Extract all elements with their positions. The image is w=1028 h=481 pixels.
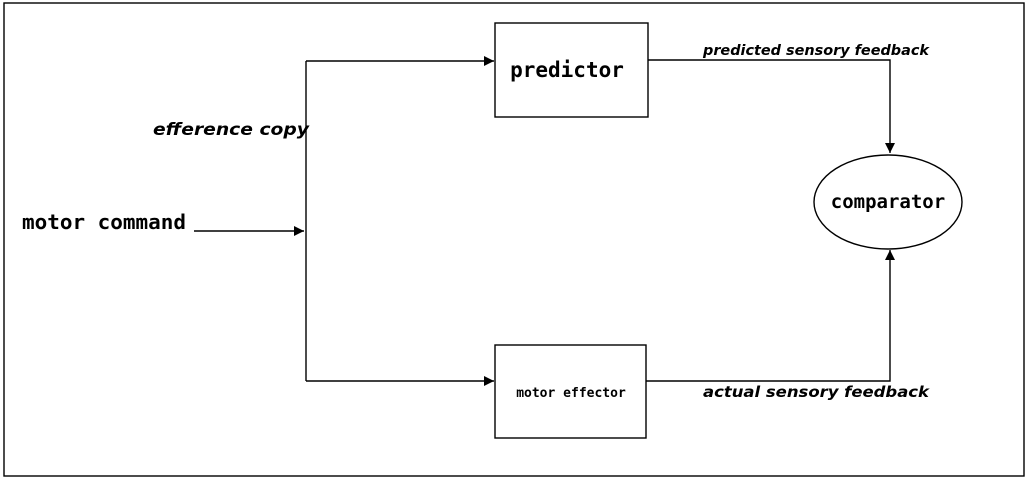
predicted-feedback-path: [648, 59, 895, 153]
actual-feedback-label: actual sensory feedback: [703, 383, 930, 401]
actual-feedback-path: [646, 250, 895, 382]
predicted-feedback-label: predicted sensory feedback: [702, 43, 931, 59]
comparator-label: comparator: [831, 191, 945, 213]
motor-effector-box: [494, 344, 647, 439]
motor-effector-label: motor effector: [516, 386, 626, 401]
predictor-label: predictor: [510, 58, 624, 82]
motor-command-label: motor command: [22, 210, 186, 234]
predictor-box: [494, 22, 649, 118]
efference-copy-label: efference copy: [153, 120, 310, 140]
comparator-ellipse: [813, 154, 963, 250]
